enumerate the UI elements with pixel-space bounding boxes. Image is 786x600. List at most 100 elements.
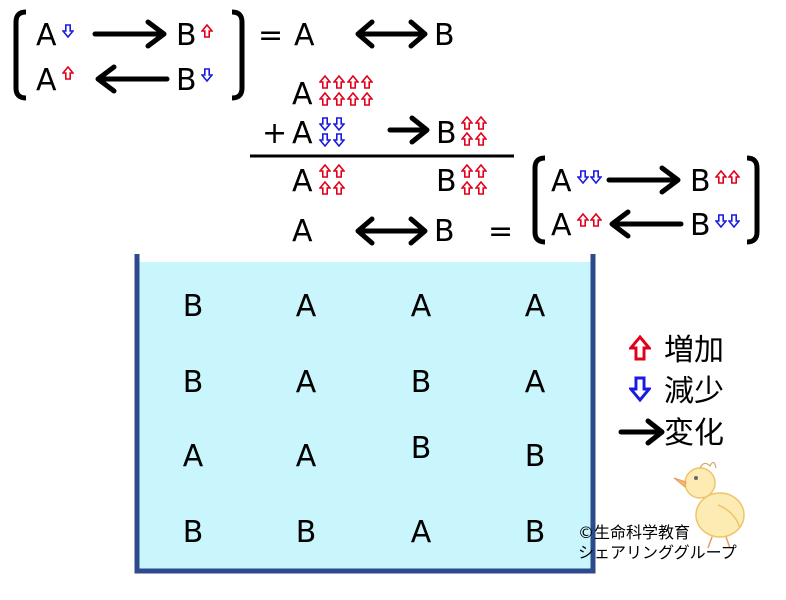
tank-wall bbox=[134, 254, 596, 574]
equals-sign: = bbox=[258, 18, 283, 53]
increase-icon bbox=[475, 164, 487, 178]
increase-icon-cluster bbox=[319, 75, 373, 106]
decrease-icon-cluster bbox=[319, 117, 345, 147]
increase-icon bbox=[319, 75, 331, 89]
chick-mascot-icon bbox=[673, 461, 745, 549]
tank-molecule: B bbox=[411, 365, 432, 400]
species-label-b: B bbox=[690, 208, 711, 243]
increase-icon bbox=[475, 116, 487, 130]
change-arrow-icon bbox=[618, 418, 665, 446]
species-label-a: A bbox=[36, 63, 57, 98]
tank-molecule: A bbox=[296, 289, 317, 324]
increase-icon-cluster bbox=[319, 164, 345, 195]
increase-icon bbox=[319, 181, 331, 195]
tank-water bbox=[137, 262, 592, 570]
species-label-a: A bbox=[292, 164, 313, 199]
legend-increase-label: 増加 bbox=[664, 333, 724, 368]
decrease-icon bbox=[629, 376, 651, 402]
increase-icon bbox=[361, 92, 373, 106]
copyright-line-2: シェアリンググループ bbox=[578, 543, 737, 562]
increase-icon bbox=[333, 181, 345, 195]
legend: 増加 減少 変化 bbox=[618, 333, 724, 451]
legend-change-label: 変化 bbox=[664, 416, 724, 451]
increase-icon-cluster bbox=[461, 164, 487, 195]
tank-molecule: B bbox=[525, 439, 546, 474]
increase-icon bbox=[461, 132, 473, 146]
top-equilibrium: = A B bbox=[258, 18, 455, 53]
forward-arrow bbox=[387, 115, 430, 145]
decrease-icon bbox=[590, 170, 602, 184]
tank-molecule: A bbox=[525, 289, 546, 324]
species-label-a: A bbox=[551, 164, 572, 199]
increase-icon bbox=[347, 92, 359, 106]
species-label-b: B bbox=[436, 164, 457, 199]
increase-icon bbox=[715, 170, 727, 184]
increase-icon bbox=[333, 75, 345, 89]
legend-decrease-label: 減少 bbox=[664, 374, 724, 409]
top-reaction-group: A B A B bbox=[13, 9, 245, 101]
increase-icon bbox=[461, 164, 473, 178]
increase-icon bbox=[361, 75, 373, 89]
tank-molecule: A bbox=[296, 439, 317, 474]
tank-molecule: A bbox=[183, 439, 204, 474]
plus-sign: + bbox=[262, 116, 287, 151]
equals-sign: = bbox=[488, 214, 513, 249]
species-label-a: A bbox=[294, 18, 315, 53]
increase-icon-cluster bbox=[461, 116, 487, 146]
increase-icon bbox=[577, 213, 589, 227]
decrease-icon bbox=[319, 133, 331, 147]
tank-molecule: A bbox=[525, 365, 546, 400]
left-bracket bbox=[13, 9, 27, 101]
double-arrow bbox=[355, 19, 428, 49]
backward-arrow bbox=[609, 209, 684, 239]
legend-decrease: 減少 bbox=[629, 374, 724, 409]
species-label-a: A bbox=[551, 208, 572, 243]
decrease-icon bbox=[333, 133, 345, 147]
right-bracket bbox=[231, 9, 245, 101]
species-label-b: B bbox=[690, 164, 711, 199]
tank-molecule: B bbox=[183, 289, 204, 324]
tank-molecule: B bbox=[183, 365, 204, 400]
backward-arrow bbox=[95, 64, 170, 94]
legend-change: 変化 bbox=[618, 416, 724, 451]
decrease-icon bbox=[201, 68, 213, 82]
species-label-b: B bbox=[434, 18, 455, 53]
increase-icon bbox=[319, 164, 331, 178]
tank-molecule: B bbox=[525, 515, 546, 550]
species-label-a: A bbox=[36, 18, 57, 53]
legend-increase: 増加 bbox=[629, 333, 724, 368]
decrease-icon bbox=[577, 170, 589, 184]
forward-arrow bbox=[92, 19, 167, 49]
increase-icon bbox=[461, 116, 473, 130]
species-label-b: B bbox=[176, 63, 197, 98]
decrease-icon bbox=[62, 24, 74, 38]
tank-molecule: B bbox=[183, 515, 204, 550]
increase-icon bbox=[475, 181, 487, 195]
decrease-icon bbox=[715, 214, 727, 228]
left-bracket bbox=[532, 155, 546, 245]
species-label-b: B bbox=[436, 116, 457, 151]
tank-molecule: A bbox=[296, 365, 317, 400]
calculation-group: A + A B bbox=[250, 75, 514, 249]
tank-molecule: A bbox=[411, 289, 432, 324]
increase-icon bbox=[201, 24, 213, 38]
right-reaction-group: A B A B bbox=[532, 155, 760, 245]
decrease-icon bbox=[319, 117, 331, 131]
increase-icon bbox=[590, 213, 602, 227]
increase-icon bbox=[461, 181, 473, 195]
copyright-line-1: ©生命科学教育 bbox=[578, 523, 690, 542]
increase-icon bbox=[319, 92, 331, 106]
increase-icon bbox=[728, 170, 740, 184]
right-bracket bbox=[746, 155, 760, 245]
species-label-b: B bbox=[176, 18, 197, 53]
double-arrow bbox=[355, 216, 428, 246]
tank-molecule: A bbox=[411, 515, 432, 550]
increase-icon bbox=[347, 75, 359, 89]
increase-icon bbox=[475, 132, 487, 146]
forward-arrow bbox=[606, 165, 681, 195]
decrease-icon bbox=[728, 214, 740, 228]
increase-icon bbox=[333, 164, 345, 178]
tank-molecule: B bbox=[296, 515, 317, 550]
